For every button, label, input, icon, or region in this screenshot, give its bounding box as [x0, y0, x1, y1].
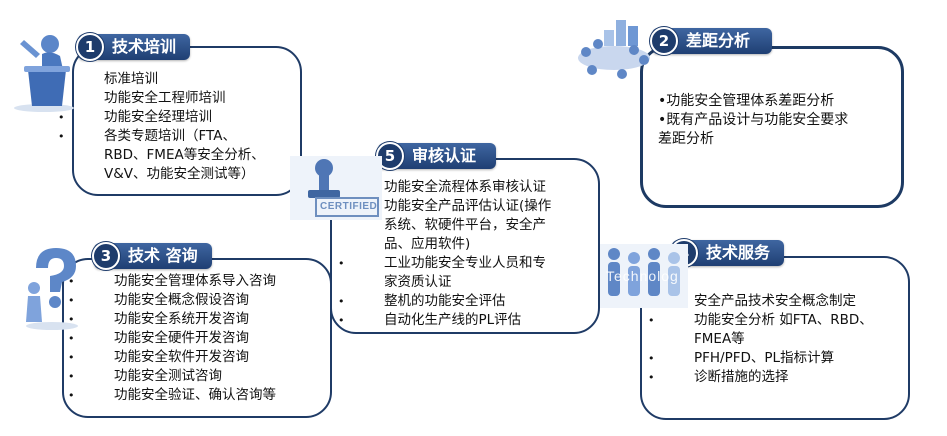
- list-item: 功能安全管理体系导入咨询: [68, 272, 276, 291]
- list-item: PFH/PFD、PL指标计算: [648, 349, 873, 368]
- list-item: 功能安全概念假设咨询: [68, 291, 276, 310]
- section-gap-analysis-box: [640, 46, 904, 208]
- section-title: 技术 咨询: [128, 246, 198, 265]
- section-title: 审核认证: [412, 146, 477, 165]
- section-training-list: 标准培训 功能安全工程师培训 功能安全经理培训 各类专题培训（FTA、 RBD、…: [58, 70, 265, 184]
- section-title: 技术服务: [706, 243, 771, 262]
- list-item: 功能安全测试咨询: [68, 367, 276, 386]
- section-consulting-header: 技术 咨询: [94, 243, 212, 269]
- list-item: 品、应用软件): [384, 236, 471, 252]
- certified-stamp-icon: CERTIFIED: [290, 156, 382, 220]
- list-item: RBD、FMEA等安全分析、: [104, 147, 265, 163]
- list-item: 功能安全分析 如FTA、RBD、: [648, 311, 873, 330]
- section-number-3: 3: [92, 242, 120, 270]
- certified-stamp-text: CERTIFIED: [320, 201, 378, 212]
- list-item: 诊断措施的选择: [648, 368, 873, 387]
- list-item: 功能安全系统开发咨询: [68, 310, 276, 329]
- section-title: 技术培训: [112, 37, 177, 56]
- list-item: FMEA等: [694, 331, 745, 347]
- list-item: 功能安全验证、确认咨询等: [68, 386, 276, 405]
- section-title: 差距分析: [686, 31, 751, 50]
- list-item: 自动化生产线的PL评估: [338, 311, 551, 330]
- list-item: 各类专题培训（FTA、: [58, 127, 265, 146]
- meeting-table-icon: [578, 20, 650, 79]
- list-item: 标准培训: [104, 71, 158, 87]
- list-item: •功能安全管理体系差距分析: [658, 93, 835, 109]
- list-item: 功能安全硬件开发咨询: [68, 329, 276, 348]
- list-item: 系统、软硬件平台，安全产: [384, 217, 546, 233]
- technology-watermark-text: Technolog: [606, 268, 679, 284]
- speaker-podium-icon: [14, 35, 74, 112]
- list-item: 功能安全产品评估认证(操作: [384, 198, 552, 214]
- list-item: 家资质认证: [384, 274, 452, 290]
- list-item: V&V、功能安全测试等）: [104, 166, 255, 182]
- list-item: 工业功能安全专业人员和专: [338, 254, 551, 273]
- list-item: 差距分析: [658, 131, 714, 147]
- list-item: 功能安全经理培训: [58, 108, 265, 127]
- section-gap-analysis-list: •功能安全管理体系差距分析 •既有产品设计与功能安全要求 差距分析: [658, 92, 848, 149]
- list-item: 整机的功能安全评估: [338, 292, 551, 311]
- section-consulting-list: 功能安全管理体系导入咨询 功能安全概念假设咨询 功能安全系统开发咨询 功能安全硬…: [68, 272, 276, 405]
- section-number-1: 1: [76, 33, 104, 61]
- list-item: 功能安全工程师培训: [104, 90, 226, 106]
- list-item: 安全产品技术安全概念制定: [648, 292, 873, 311]
- list-item: •既有产品设计与功能安全要求: [658, 112, 849, 128]
- list-item: 功能安全软件开发咨询: [68, 348, 276, 367]
- list-item: 功能安全流程体系审核认证: [384, 179, 546, 195]
- section-number-2: 2: [650, 27, 678, 55]
- section-tech-service-list: 安全产品技术安全概念制定 功能安全分析 如FTA、RBD、 FMEA等 PFH/…: [648, 292, 873, 387]
- question-mark-person-icon: [26, 248, 78, 330]
- section-certification-list: 功能安全流程体系审核认证 功能安全产品评估认证(操作 系统、软硬件平台，安全产 …: [338, 178, 552, 330]
